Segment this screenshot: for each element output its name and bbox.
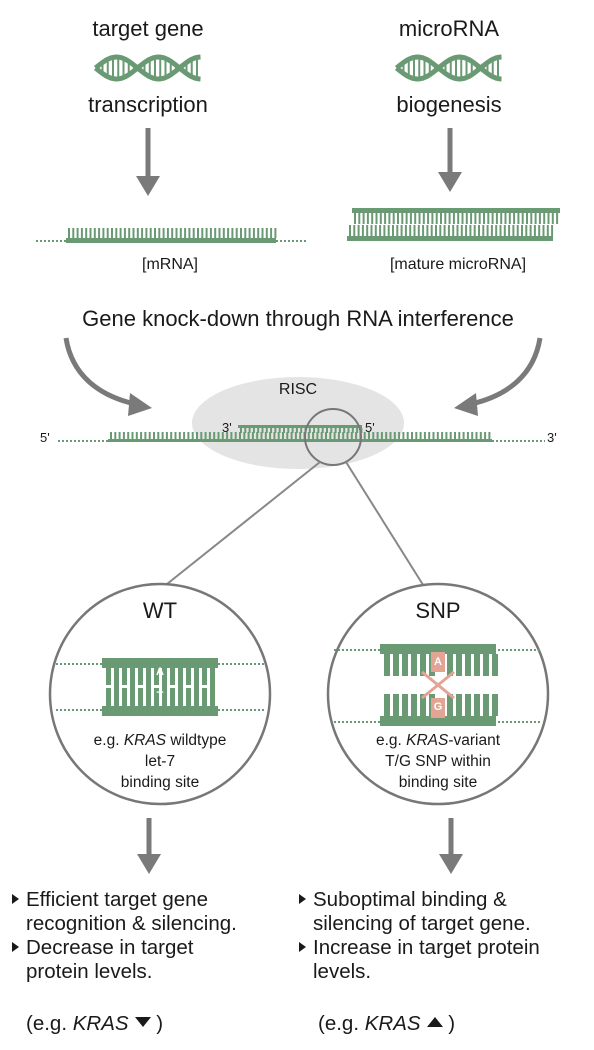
wt-outcome-example: (e.g. KRAS ) (26, 1012, 164, 1035)
mrna-strand (36, 228, 306, 243)
snp-outcome-bullet1-cont: silencing of target gene. (313, 912, 531, 935)
transcription-label: transcription (88, 92, 208, 117)
microrna-title: microRNA (398, 16, 500, 41)
wt-base-top: A (156, 666, 164, 678)
snp-outcome-bullet2-cont: levels. (313, 960, 372, 983)
bullet-triangle-icon (299, 942, 306, 952)
bullet-triangle-icon (299, 894, 306, 904)
dna-helix-left-icon (93, 54, 201, 82)
zoom-circle (304, 408, 362, 466)
snp-base-bottom: G (433, 701, 443, 713)
wt-outcome-bullet2-cont: protein levels. (26, 960, 153, 983)
wt-circle (48, 582, 272, 806)
arrow-transcription (136, 128, 160, 196)
wt-binding-detail (56, 658, 264, 716)
mrna-5-prime: 5' (40, 430, 50, 445)
decrease-arrow-icon (134, 1017, 151, 1027)
snp-outcome-example: (e.g. KRAS ) (318, 1012, 456, 1035)
zoom-line-right (345, 461, 426, 589)
snp-example-line3: binding site (398, 774, 478, 791)
risc-label: RISC (278, 381, 318, 398)
snp-example-line1: e.g. KRAS-variant (375, 732, 501, 749)
curved-arrow-left (63, 337, 152, 416)
mrna-label: [mRNA] (142, 256, 198, 273)
mirna-5-prime: 5' (365, 420, 375, 435)
mirna-3-prime: 3' (222, 420, 232, 435)
mrna-3-prime: 3' (547, 430, 557, 445)
snp-outcome-bullet2: Increase in target protein (299, 936, 540, 960)
wt-outcome-bullet2: Decrease in target (12, 936, 194, 960)
mature-microrna-duplex (347, 208, 560, 241)
snp-binding-detail (334, 644, 542, 726)
target-gene-title: target gene (92, 16, 204, 41)
snp-title: SNP (415, 598, 461, 623)
mature-microrna-label: [mature microRNA] (389, 256, 527, 273)
bullet-triangle-icon (12, 894, 19, 904)
snp-circle (326, 582, 550, 806)
wt-base-bottom: T (156, 690, 164, 702)
wt-example-line1: e.g. KRAS wildtype (93, 732, 227, 749)
biogenesis-label: biogenesis (396, 92, 502, 117)
curved-arrow-right (454, 337, 543, 416)
wt-example-line3: binding site (120, 774, 200, 791)
wt-outcome-bullet1-cont: recognition & silencing. (26, 912, 237, 935)
increase-arrow-icon (426, 1017, 443, 1027)
interference-heading: Gene knock-down through RNA interference (82, 306, 514, 331)
wt-title: WT (142, 598, 178, 623)
snp-base-top: A (434, 656, 442, 668)
wt-example-line2: let-7 (144, 753, 176, 770)
snp-outcome-bullet1: Suboptimal binding & (299, 888, 507, 912)
arrow-snp-outcome (439, 818, 463, 874)
risc-mirna-strand (238, 425, 363, 433)
wt-outcome-bullet1: Efficient target gene (12, 888, 208, 912)
arrow-wt-outcome (137, 818, 161, 874)
dna-helix-right-icon (394, 54, 502, 82)
zoom-line-left (161, 461, 321, 589)
arrow-biogenesis (438, 128, 462, 192)
snp-example-line2: T/G SNP within (385, 753, 491, 770)
bullet-triangle-icon (12, 942, 19, 952)
risc-complex (192, 377, 404, 469)
